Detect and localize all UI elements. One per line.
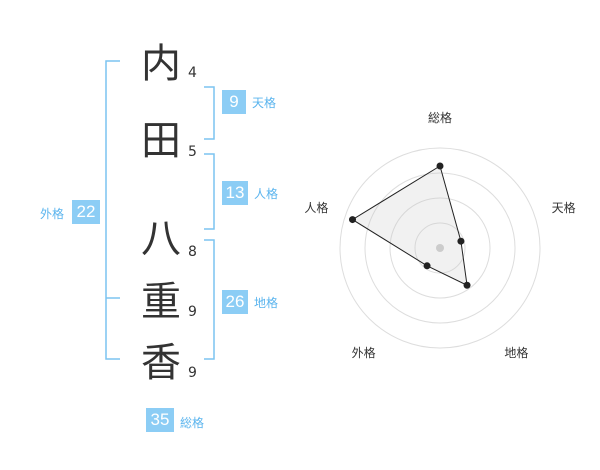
radar-center-dot (436, 244, 444, 252)
name-character: 田 (141, 118, 181, 164)
gaikaku-label: 外格 (40, 207, 65, 221)
name-character: 八 (141, 216, 181, 262)
stroke-count: 9 (188, 304, 197, 320)
stroke-count: 4 (188, 65, 197, 81)
radar-data-point (463, 281, 471, 289)
radar-data-point (423, 262, 431, 270)
jinkaku-bracket (204, 153, 215, 230)
chikaku-label: 地格 (254, 296, 279, 310)
name-character: 内 (141, 41, 181, 87)
stroke-count: 8 (188, 244, 197, 260)
jinkaku-value: 13 (222, 181, 248, 205)
tenkaku-label: 天格 (252, 96, 277, 110)
radar-axis-label-tenkaku: 天格 (552, 200, 576, 215)
radar-axis-label-soukaku: 総格 (428, 110, 452, 125)
gaikaku-value: 22 (72, 200, 100, 224)
radar-ring (364, 172, 516, 324)
tenkaku-bracket (204, 86, 215, 140)
radar-data-point (436, 162, 444, 170)
soukaku-label: 総格 (180, 416, 205, 430)
tenkaku-value: 9 (222, 90, 246, 114)
gaikaku-bracket (105, 60, 120, 360)
radar-polygon (351, 165, 468, 287)
radar-data-point (349, 216, 357, 224)
radar-data-point (457, 237, 465, 245)
radar-axis-label-chikaku: 地格 (504, 345, 528, 360)
radar-rings (339, 147, 541, 349)
chikaku-value: 26 (222, 290, 248, 314)
radar-axis-label-jinkaku: 人格 (304, 200, 328, 215)
radar-ring (414, 222, 466, 274)
jinkaku-label: 人格 (254, 187, 279, 201)
radar-ring (339, 147, 541, 349)
radar-ring (389, 197, 491, 299)
soukaku-value: 35 (146, 408, 174, 432)
name-character: 重 (141, 279, 181, 325)
radar-points (349, 162, 471, 289)
name-character: 香 (141, 340, 181, 386)
stroke-count: 5 (188, 144, 197, 160)
chikaku-bracket (204, 239, 215, 360)
radar-axis-label-gaikaku: 外格 (352, 345, 376, 360)
stroke-count: 9 (188, 365, 197, 381)
